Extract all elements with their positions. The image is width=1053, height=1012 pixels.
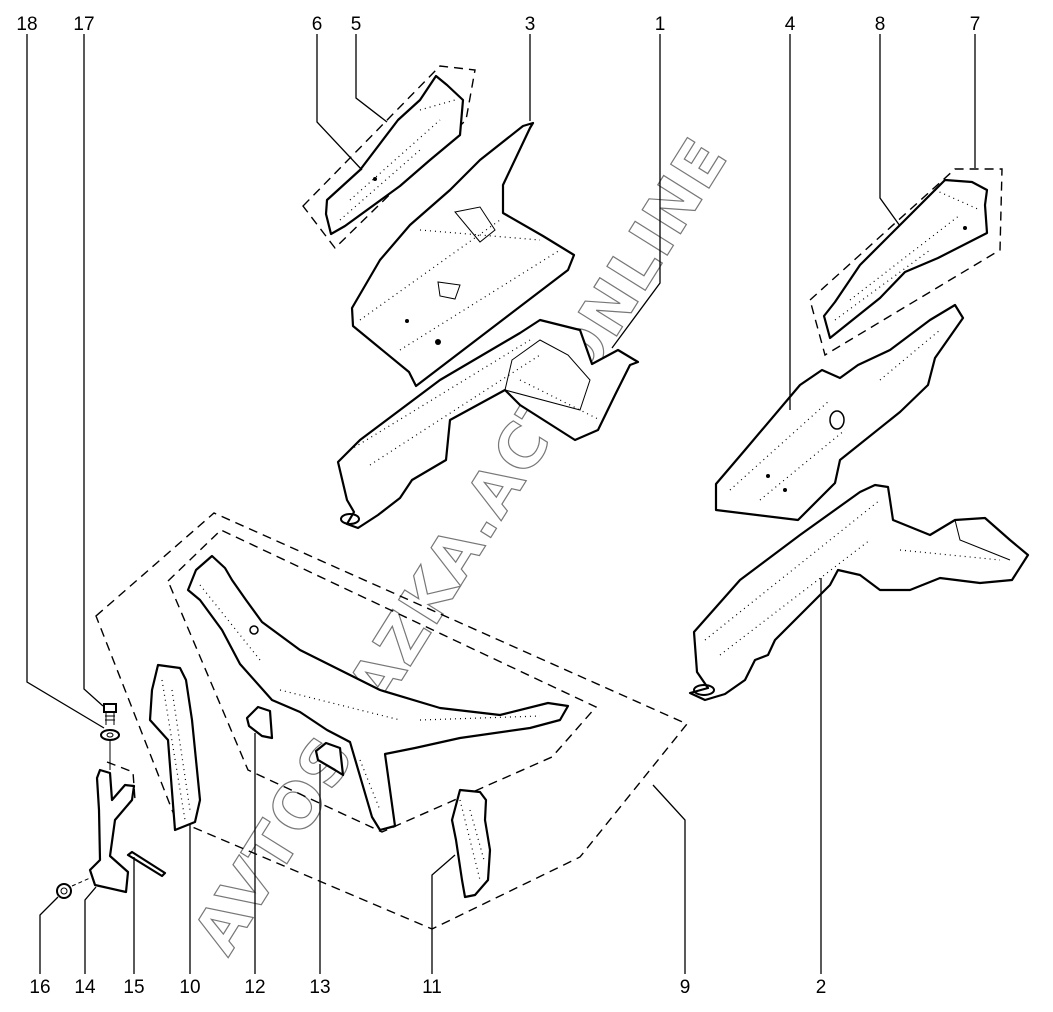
- part-6-left-rail-reinforcement: [324, 74, 465, 236]
- callout-label-9: 9: [680, 977, 691, 998]
- part-2-right-side-member: [688, 483, 1030, 702]
- callout-3: 3: [525, 14, 536, 121]
- callout-label-11: 11: [422, 977, 442, 998]
- callout-9: 9: [652, 784, 691, 998]
- leader-line-9: [652, 784, 686, 974]
- callout-16: 16: [29, 896, 59, 998]
- part-14-support-bracket: [88, 768, 136, 894]
- callout-label-13: 13: [309, 977, 330, 998]
- callout-label-10: 10: [179, 977, 200, 998]
- leader-line-6: [316, 34, 363, 171]
- leader-line-16: [39, 896, 59, 974]
- callout-10: 10: [179, 824, 201, 998]
- callout-label-5: 5: [351, 14, 362, 35]
- leader-line-18: [26, 34, 105, 729]
- callout-2: 2: [816, 578, 827, 998]
- part-17-bolt: [103, 703, 117, 725]
- part-10-left-bracket: [148, 663, 202, 832]
- callout-label-17: 17: [73, 14, 94, 35]
- callout-4: 4: [785, 14, 796, 410]
- callout-label-18: 18: [16, 14, 37, 35]
- callout-6: 6: [312, 14, 363, 171]
- part-15-spacer-strip: [126, 850, 167, 878]
- callout-5: 5: [351, 14, 388, 123]
- callout-8: 8: [875, 14, 901, 227]
- callout-label-15: 15: [123, 977, 144, 998]
- leader-line-14: [84, 886, 97, 974]
- callout-label-6: 6: [312, 14, 323, 35]
- leader-line-11: [431, 854, 456, 974]
- leader-line-17: [83, 34, 104, 707]
- part-12-clip-bracket: [245, 705, 274, 740]
- leader-line-5: [355, 34, 388, 123]
- callout-label-12: 12: [244, 977, 265, 998]
- part-18-washer: [100, 729, 120, 770]
- group-box-5: [302, 65, 476, 250]
- callout-17: 17: [73, 14, 104, 707]
- part-1-left-side-member: [336, 318, 640, 530]
- part-11-right-bracket: [450, 788, 492, 899]
- callout-18: 18: [16, 14, 105, 729]
- part-16-nut: [56, 877, 91, 899]
- part-8-right-rail-reinforcement: [822, 178, 989, 340]
- callout-label-16: 16: [29, 977, 50, 998]
- callout-1: 1: [611, 14, 666, 349]
- group-box-9-inner: [167, 529, 598, 833]
- callout-label-8: 8: [875, 14, 886, 35]
- callout-label-7: 7: [970, 14, 981, 35]
- part-4-right-wheel-arch: [714, 303, 965, 522]
- leader-line-8: [879, 34, 901, 227]
- callout-13: 13: [309, 764, 331, 998]
- callout-label-14: 14: [74, 977, 96, 998]
- callout-label-1: 1: [655, 14, 666, 35]
- callout-12: 12: [244, 733, 266, 998]
- part-3-left-wheel-arch: [350, 121, 576, 388]
- callout-7: 7: [970, 14, 981, 168]
- callout-11: 11: [422, 854, 456, 998]
- callout-15: 15: [123, 857, 145, 998]
- callout-label-3: 3: [525, 14, 536, 35]
- callout-14: 14: [74, 886, 97, 998]
- part-9-front-cross-member: [186, 554, 570, 832]
- leader-line-1: [611, 34, 661, 349]
- part-13-lock-bracket: [314, 741, 345, 777]
- callout-label-2: 2: [816, 977, 827, 998]
- callout-label-4: 4: [785, 14, 796, 35]
- group-box-9-outer: [95, 512, 689, 930]
